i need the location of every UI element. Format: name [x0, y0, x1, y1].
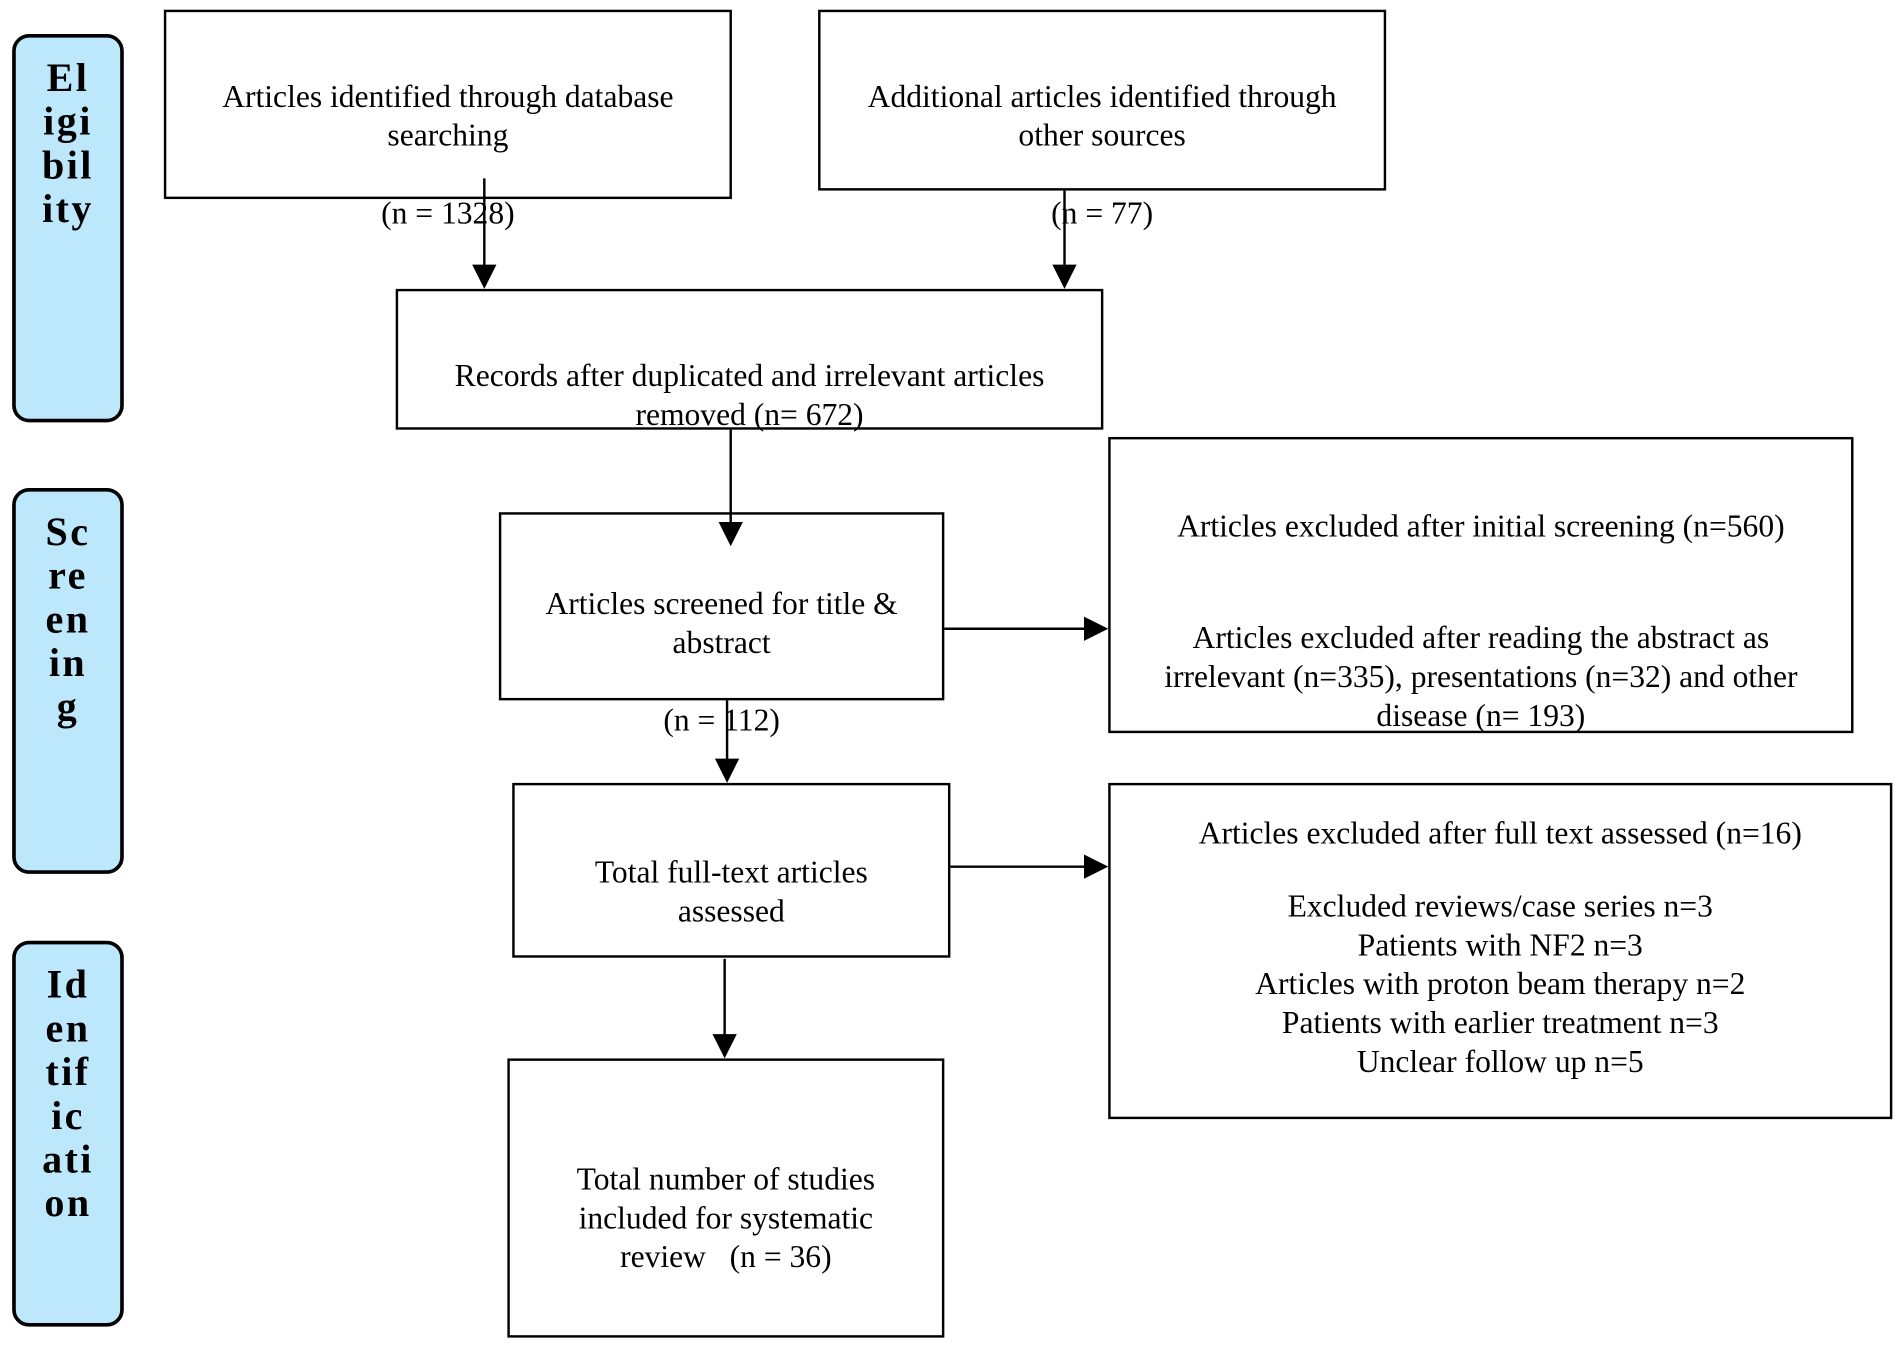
phase-identification: Id en tif ic ati on [12, 940, 124, 1327]
fulltext-assessed-text: Total full-text articles assessed [594, 854, 868, 929]
box-excluded-screening: Articles excluded after initial screenin… [1108, 436, 1854, 734]
excluded-fulltext-item: Articles with proton beam therapy n=2 [1255, 966, 1746, 1002]
phase-screening-label: Sc re en in g [45, 511, 91, 730]
excluded-fulltext-list: Excluded reviews/case series n=3 Patient… [1111, 887, 1890, 1081]
phase-identification-label: Id en tif ic ati on [42, 963, 94, 1226]
excluded-fulltext-item: Patients with NF2 n=3 [1357, 927, 1643, 963]
included-studies-text: Total number of studies included for sys… [576, 1161, 876, 1275]
excluded-fulltext-item: Patients with earlier treatment n=3 [1281, 1005, 1719, 1041]
excluded-fulltext-item: Unclear follow up n=5 [1356, 1043, 1644, 1080]
box-excluded-fulltext: Articles excluded after full text assess… [1108, 782, 1893, 1120]
other-sources-count: (n = 77) [1051, 195, 1154, 231]
phase-screening: Sc re en in g [12, 487, 124, 874]
screened-text: Articles screened for title & abstract [545, 586, 898, 661]
database-search-count: (n = 1328) [381, 195, 515, 231]
included-studies-count: (n = 36) [729, 1239, 832, 1275]
records-after-duplicates-text: Records after duplicated and irrelevant … [454, 358, 1045, 433]
excluded-fulltext-item: Excluded reviews/case series n=3 [1287, 888, 1713, 924]
box-other-sources: Additional articles identified through o… [818, 9, 1387, 231]
excluded-screening-heading: Articles excluded after initial screenin… [1177, 508, 1785, 544]
box-included-studies: Total number of studies included for sys… [507, 1058, 945, 1338]
box-records-after-duplicates: Records after duplicated and irrelevant … [395, 288, 1104, 432]
box-fulltext-assessed: Total full-text articles assessed [512, 782, 951, 958]
excluded-fulltext-heading: Articles excluded after full text assess… [1198, 815, 1802, 851]
phase-eligibility: El igi bil ity [12, 33, 124, 423]
phase-eligibility-label: El igi bil ity [42, 57, 94, 232]
screened-count: (n = 112) [663, 702, 780, 738]
excluded-screening-text: Articles excluded after reading the abst… [1164, 620, 1798, 734]
database-search-text: Articles identified through database sea… [222, 78, 674, 153]
other-sources-text: Additional articles identified through o… [867, 78, 1337, 153]
box-database-search: Articles identified through database sea… [163, 9, 732, 231]
